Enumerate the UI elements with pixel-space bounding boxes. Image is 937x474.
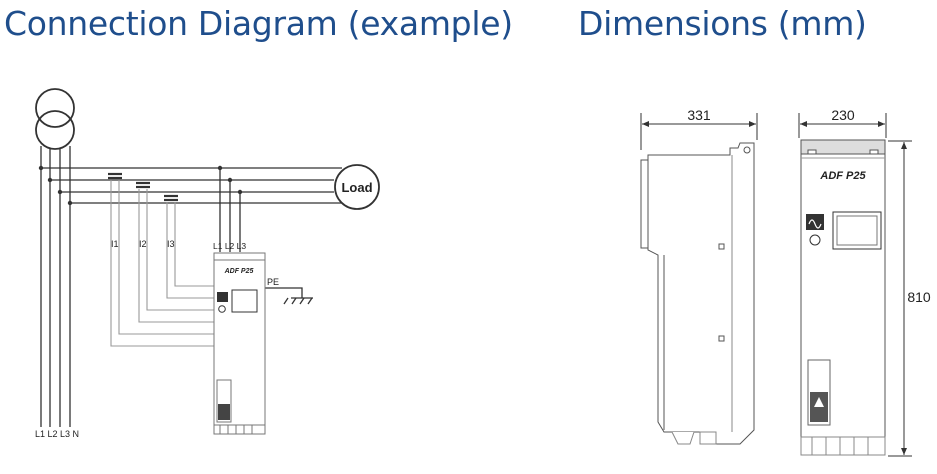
connection-diagram-title: Connection Diagram (example) (4, 4, 513, 43)
ct-label-1: I1 (111, 239, 119, 249)
ct-label-3: I3 (167, 239, 175, 249)
connection-device-label: ADF P25 (224, 268, 254, 275)
depth-value: 331 (687, 107, 711, 123)
front-view-device (800, 139, 886, 456)
width-dimension (798, 113, 887, 138)
dimensions-title: Dimensions (mm) (578, 4, 867, 43)
current-transformers (108, 172, 178, 202)
voltage-taps (219, 168, 241, 252)
height-value: 810 (907, 289, 931, 305)
load-symbol (334, 164, 380, 210)
ct-label-2: I2 (139, 239, 147, 249)
grid-line-labels: L1 L2 L3 N (35, 429, 79, 439)
transformer-symbol (35, 88, 75, 150)
width-value: 230 (831, 107, 855, 123)
front-device-label: ADF P25 (819, 170, 866, 182)
connection-diagram (35, 88, 380, 435)
load-label: Load (341, 180, 372, 195)
ct-wiring (110, 180, 214, 347)
height-dimension (888, 140, 912, 457)
bus-lines (41, 167, 342, 204)
pe-label: PE (267, 277, 279, 287)
device-terminal-labels: L1 L2 L3 (213, 241, 246, 251)
depth-dimension (640, 113, 758, 150)
connection-device (213, 252, 266, 435)
feed-lines (40, 146, 71, 427)
side-view-device (640, 142, 755, 445)
pe-ground (265, 287, 313, 305)
junction-dots (38, 165, 243, 206)
